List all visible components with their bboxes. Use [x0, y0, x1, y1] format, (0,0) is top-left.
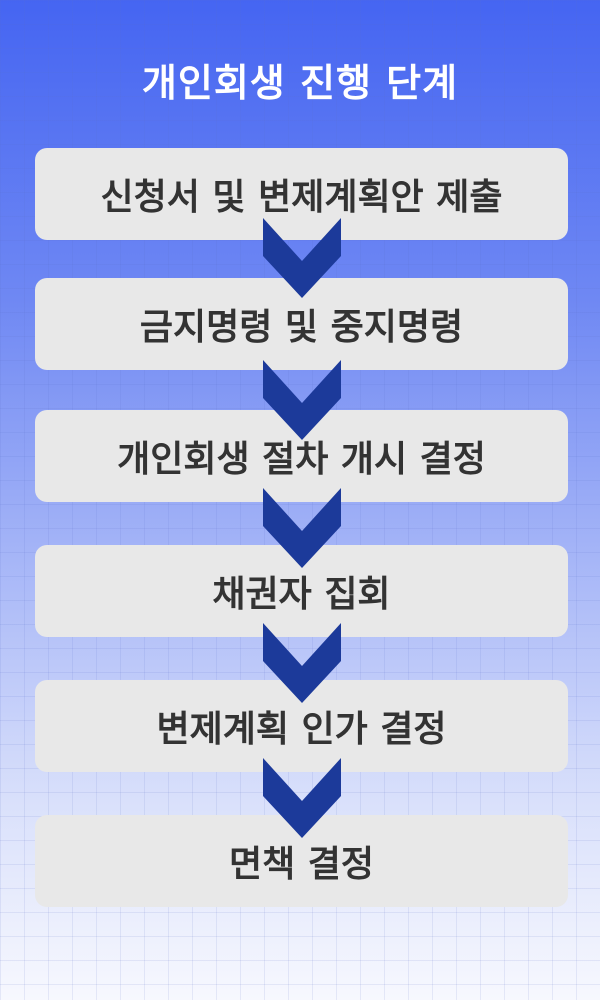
step-4: 채권자 집회 — [35, 545, 568, 637]
step-label: 금지명령 및 중지명령 — [139, 307, 464, 348]
step-label: 변제계획 인가 결정 — [156, 709, 447, 750]
step-label: 채권자 집회 — [212, 574, 391, 615]
step-label: 면책 결정 — [228, 844, 374, 885]
page-title: 개인회생 진행 단계 — [141, 61, 459, 105]
step-label: 신청서 및 변제계획안 제출 — [100, 177, 503, 218]
step-1: 신청서 및 변제계획안 제출 — [35, 148, 568, 240]
chevron-down-icon — [263, 218, 341, 298]
step-6: 면책 결정 — [35, 815, 568, 907]
chevron-down-icon — [263, 488, 341, 568]
step-label: 개인회생 절차 개시 결정 — [117, 439, 486, 480]
chevron-down-icon — [263, 758, 341, 838]
chevron-down-icon — [263, 360, 341, 440]
chevron-down-icon — [263, 623, 341, 703]
